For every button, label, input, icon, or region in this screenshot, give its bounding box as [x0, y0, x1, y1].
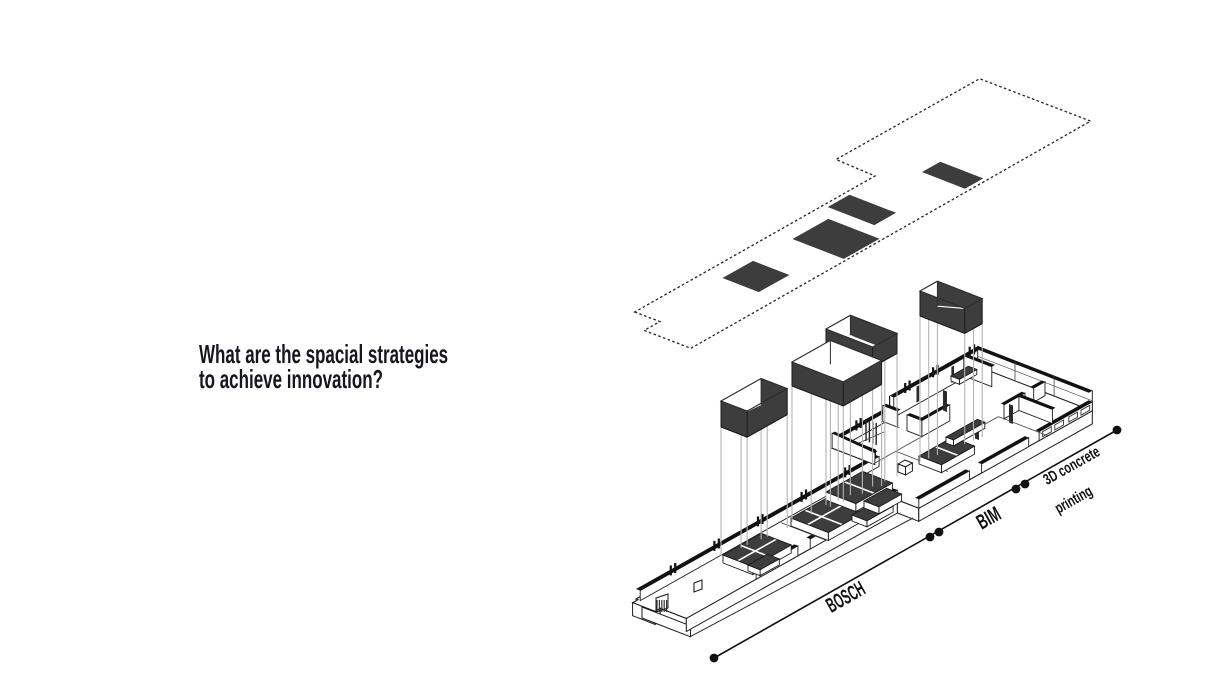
svg-text:3D concrete: 3D concrete — [1040, 443, 1103, 489]
svg-text:BIM: BIM — [972, 501, 1005, 534]
svg-text:BOSCH: BOSCH — [822, 577, 869, 618]
svg-text:printing: printing — [1052, 482, 1096, 517]
